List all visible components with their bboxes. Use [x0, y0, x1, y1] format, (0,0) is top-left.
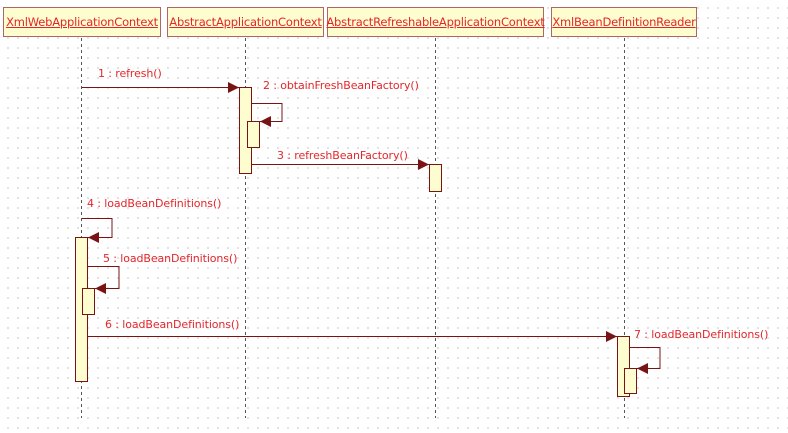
message-label-6: 6 : loadBeanDefinitions() [105, 318, 240, 331]
participant-abstract-refreshable-application-context[interactable]: AbstractRefreshableApplicationContext [326, 7, 545, 37]
participant-label: AbstractApplicationContext [169, 15, 322, 29]
message-label-3: 3 : refreshBeanFactory() [277, 149, 408, 162]
message-arrow-7 [630, 347, 661, 374]
participant-label: AbstractRefreshableApplicationContext [326, 15, 545, 29]
participant-label: XmlWebApplicationContext [6, 15, 158, 29]
activation-box [247, 121, 260, 148]
message-label-4: 4 : loadBeanDefinitions() [87, 197, 222, 210]
message-arrow-2 [252, 103, 283, 127]
activation-box [624, 368, 637, 394]
participant-abstract-application-context[interactable]: AbstractApplicationContext [167, 7, 324, 37]
participant-label: XmlBeanDefinitionReader [552, 15, 696, 29]
participant-xml-bean-definition-reader[interactable]: XmlBeanDefinitionReader [551, 7, 697, 37]
activation-box [429, 164, 442, 192]
message-label-2: 2 : obtainFreshBeanFactory() [263, 79, 419, 92]
activation-box [82, 288, 95, 315]
message-label-7: 7 : loadBeanDefinitions() [634, 328, 769, 341]
participant-xml-web-application-context[interactable]: XmlWebApplicationContext [3, 7, 161, 37]
message-label-5: 5 : loadBeanDefinitions() [103, 252, 238, 265]
message-arrow-4 [82, 218, 113, 243]
message-arrow-5 [88, 266, 120, 294]
message-label-1: 1 : refresh() [98, 67, 162, 80]
